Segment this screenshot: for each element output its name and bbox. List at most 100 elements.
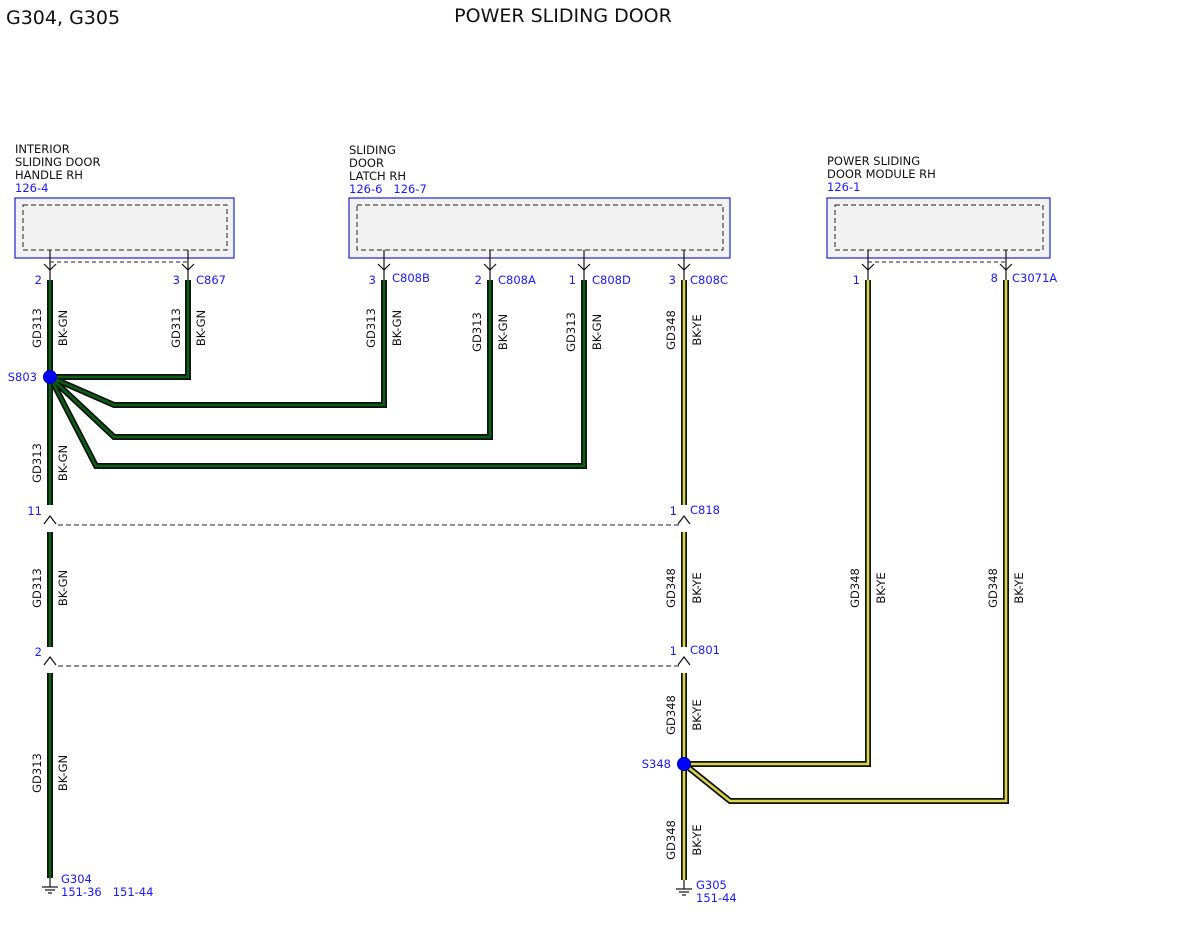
latch-c808d-pin: 1	[569, 273, 576, 287]
splice-s803-label: S803	[8, 370, 37, 384]
circuit-label-gd348-right-lower: GD348	[664, 820, 678, 860]
circuit-label-gd313-left-s803: GD313	[30, 443, 44, 483]
inline-left-pin-11: 11	[27, 504, 42, 518]
latch-c808d-connector	[577, 250, 591, 280]
ground-symbol-g305	[676, 880, 692, 896]
latch-c808a-pin: 2	[475, 273, 482, 287]
pin-connectors	[43, 250, 1013, 280]
module-connector-label: C3071A	[1012, 271, 1057, 285]
latch-c808c-pin: 3	[669, 273, 676, 287]
circuit-label-bkgn-c808a: BK-GN	[496, 314, 510, 350]
latch-c808b-pin: 3	[369, 273, 376, 287]
handle-pin3-connector	[181, 250, 195, 280]
ground-g304-ref: 151-36 151-44	[61, 885, 153, 899]
module-pin1-label: 1	[853, 273, 860, 287]
module-ref: 126-1	[827, 180, 860, 194]
c801-pin-label: 1	[670, 644, 677, 658]
ground-list-heading: G304, G305	[6, 7, 120, 29]
module-label: POWER SLIDING DOOR MODULE RH 126-1	[827, 154, 936, 194]
inline-connector-symbols	[43, 505, 691, 673]
wire-fill-bkgn	[48, 280, 586, 878]
circuit-label-gd313-c808d: GD313	[564, 312, 578, 352]
ground-symbol-g304	[42, 878, 58, 894]
circuit-label-gd313-left-upper: GD313	[30, 308, 44, 348]
handle-pin2-label: 2	[35, 273, 42, 287]
latch-ref: 126-6 126-7	[349, 182, 427, 196]
circuit-label-gd313-left-lower: GD313	[30, 753, 44, 793]
handle-name-line1: INTERIOR	[15, 142, 70, 156]
wire-fill-bkye	[682, 280, 1008, 880]
circuit-label-bkye-right-lower: BK-YE	[690, 824, 704, 855]
circuit-label-bkgn-left-lower: BK-GN	[56, 755, 70, 791]
latch-c808a-connector	[483, 250, 497, 280]
inline-left-pin-2: 2	[35, 645, 42, 659]
handle-pin3-label: 3	[173, 273, 180, 287]
inline-c818-symbol	[677, 505, 691, 532]
module-name-line2: DOOR MODULE RH	[827, 167, 936, 181]
wire-gd313-to-c808a	[47, 280, 493, 440]
circuit-label-bkye-right-mid: BK-YE	[690, 572, 704, 603]
handle-pin2-connector	[43, 250, 57, 280]
inline-11-symbol	[43, 505, 57, 532]
circuit-label-bkgn-left-s803: BK-GN	[56, 445, 70, 481]
c801-label: C801	[690, 643, 720, 657]
latch-c808b-connector	[377, 250, 391, 280]
module-component-box	[826, 197, 1051, 259]
splice-s348	[677, 757, 691, 771]
latch-c808b-label: C808B	[392, 271, 430, 285]
circuit-label-bkgn-c867: BK-GN	[194, 310, 208, 346]
circuit-label-gd348-c808c: GD348	[664, 310, 678, 350]
splice-s348-label: S348	[642, 757, 671, 771]
circuit-label-bkgn-left-upper: BK-GN	[56, 310, 70, 346]
circuit-label-bkgn-c808d: BK-GN	[590, 314, 604, 350]
latch-name-line3: LATCH RH	[349, 169, 406, 183]
circuit-label-bkye-module-pin1: BK-YE	[874, 572, 888, 603]
handle-component-box	[14, 197, 235, 259]
c818-pin-label: 1	[670, 504, 677, 518]
page-title: POWER SLIDING DOOR	[454, 5, 672, 27]
inline-2-symbol	[43, 647, 57, 673]
handle-name-line3: HANDLE RH	[15, 168, 83, 182]
circuit-label-bkye-c808c: BK-YE	[690, 314, 704, 345]
wire-gd348-to-module-pin8	[682, 280, 1009, 804]
wire-gd348-to-module-pin1	[684, 280, 871, 767]
circuit-label-bkgn-c808b: BK-GN	[390, 310, 404, 346]
circuit-label-bkgn-left-mid: BK-GN	[56, 570, 70, 606]
wire-gd313-to-c808b	[48, 280, 387, 408]
circuit-label-gd313-left-mid: GD313	[30, 568, 44, 608]
ground-g304-label: G304	[61, 872, 92, 886]
handle-label: INTERIOR SLIDING DOOR HANDLE RH 126-4	[15, 142, 100, 195]
latch-c808c-connector	[677, 250, 691, 280]
latch-label: SLIDING DOOR LATCH RH 126-6 126-7	[349, 143, 427, 196]
circuit-label-gd313-c867: GD313	[169, 308, 183, 348]
latch-name-line1: SLIDING	[349, 143, 396, 157]
latch-c808a-label: C808A	[498, 273, 536, 287]
module-pin1-connector	[861, 250, 875, 280]
inline-c801-symbol	[677, 647, 691, 673]
circuit-label-bkye-module-pin8: BK-YE	[1012, 572, 1026, 603]
module-pin8-label: 8	[991, 271, 998, 285]
latch-c808c-label: C808C	[690, 273, 728, 287]
ground-g305-ref: 151-44	[696, 891, 737, 905]
latch-component-box	[348, 197, 731, 259]
wire-outlines	[47, 280, 1009, 880]
wire-gd313-to-c867	[50, 280, 191, 380]
circuit-label-gd348-module-pin8: GD348	[986, 568, 1000, 608]
circuit-label-gd348-right-s348: GD348	[664, 695, 678, 735]
handle-ref: 126-4	[15, 181, 48, 195]
circuit-label-gd348-module-pin1: GD348	[848, 568, 862, 608]
handle-name-line2: SLIDING DOOR	[15, 155, 100, 169]
circuit-label-gd348-right-mid: GD348	[664, 568, 678, 608]
module-pin8-connector	[999, 250, 1013, 280]
latch-name-line2: DOOR	[349, 156, 384, 170]
circuit-label-gd313-c808b: GD313	[364, 308, 378, 348]
circuit-label-bkye-right-s348: BK-YE	[690, 699, 704, 730]
handle-connector-label: C867	[196, 273, 226, 287]
ground-g305-label: G305	[696, 878, 727, 892]
splice-s803	[43, 370, 57, 384]
module-name-line1: POWER SLIDING	[827, 154, 920, 168]
c818-label: C818	[690, 503, 720, 517]
circuit-label-gd313-c808a: GD313	[470, 312, 484, 352]
